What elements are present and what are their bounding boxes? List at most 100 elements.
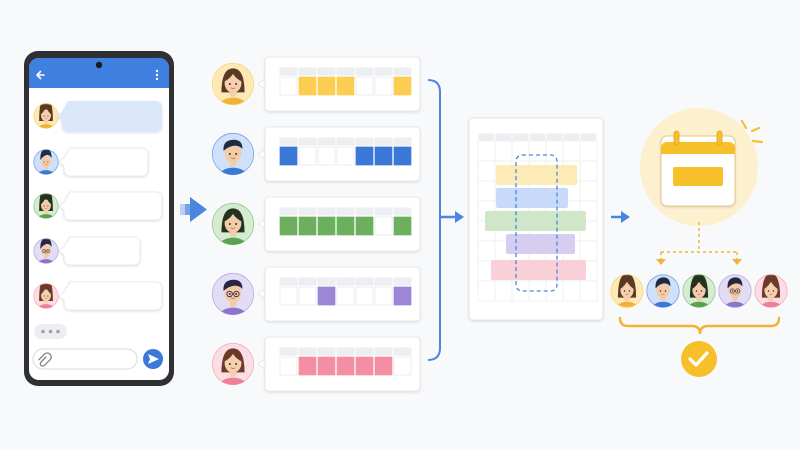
day-header xyxy=(373,206,394,217)
overlap-bar-5 xyxy=(491,260,586,280)
calendar-icon xyxy=(660,130,736,207)
message-bubble-5[interactable] xyxy=(58,281,163,311)
day-header xyxy=(354,206,375,217)
participant-avatar-5 xyxy=(211,342,255,386)
day-header xyxy=(316,66,337,77)
empty-slot xyxy=(355,286,374,306)
day-header xyxy=(278,66,299,77)
app-bar xyxy=(29,58,169,88)
sparkle-icon xyxy=(740,119,764,144)
dashed-connectors xyxy=(660,222,738,262)
empty-slot xyxy=(374,216,393,236)
available-slot xyxy=(279,146,298,166)
day-header xyxy=(278,136,299,147)
day-header xyxy=(316,136,337,147)
merge-bracket xyxy=(427,79,441,361)
day-header xyxy=(392,276,413,287)
chat-avatar-3 xyxy=(33,193,59,219)
empty-slot xyxy=(336,286,355,306)
availability-card xyxy=(257,336,421,392)
day-header xyxy=(297,346,318,357)
empty-slot xyxy=(374,286,393,306)
available-slot xyxy=(336,76,355,96)
available-slot xyxy=(374,356,393,376)
day-header xyxy=(316,206,337,217)
overlap-bar-4 xyxy=(506,234,575,254)
available-slot xyxy=(279,216,298,236)
attendee-avatar-5 xyxy=(754,274,788,308)
day-header xyxy=(392,136,413,147)
day-header xyxy=(335,276,356,287)
participant-avatar-1 xyxy=(211,62,255,106)
availability-card xyxy=(257,266,421,322)
overlap-day-header xyxy=(511,132,530,142)
day-header xyxy=(297,276,318,287)
overlap-day-header xyxy=(494,132,513,142)
available-slot xyxy=(317,356,336,376)
overlap-bar-2 xyxy=(496,188,568,208)
schedule-row-5 xyxy=(211,336,421,392)
more-vert-icon[interactable] xyxy=(155,69,159,81)
day-header xyxy=(316,346,337,357)
day-header xyxy=(335,66,356,77)
send-button[interactable] xyxy=(143,349,163,369)
participant-avatar-4 xyxy=(211,272,255,316)
check-circle-icon xyxy=(681,341,717,377)
overlap-day-header xyxy=(545,132,564,142)
overlap-day-header xyxy=(562,132,581,142)
day-header xyxy=(316,276,337,287)
confirmed-attendees xyxy=(610,274,788,308)
available-slot xyxy=(298,76,317,96)
message-bubble-2[interactable] xyxy=(58,147,149,177)
available-slot xyxy=(393,286,412,306)
attendees-bracket xyxy=(618,316,781,335)
empty-slot xyxy=(393,356,412,376)
available-slot xyxy=(336,216,355,236)
connector-arrowhead-left xyxy=(656,259,666,265)
camera-notch xyxy=(95,61,103,69)
available-slot xyxy=(355,216,374,236)
schedule-row-4 xyxy=(211,266,421,322)
message-bubble-4[interactable] xyxy=(58,236,141,266)
day-header xyxy=(373,346,394,357)
participant-avatar-2 xyxy=(211,132,255,176)
message-bubble-1[interactable] xyxy=(57,101,162,132)
empty-slot xyxy=(336,146,355,166)
connector-arrowhead-right xyxy=(732,259,742,265)
day-header xyxy=(392,66,413,77)
message-bubble-3[interactable] xyxy=(58,191,163,221)
availability-card xyxy=(257,56,421,112)
schedule-row-3 xyxy=(211,196,421,252)
available-slot xyxy=(393,216,412,236)
availability-card xyxy=(257,196,421,252)
scheduled-event-block xyxy=(673,167,723,186)
arrow-to-overlap xyxy=(441,211,464,223)
common-slot-highlight xyxy=(515,154,558,292)
typing-dots-icon xyxy=(34,324,67,339)
day-header xyxy=(297,206,318,217)
day-header xyxy=(335,346,356,357)
availability-schedules xyxy=(211,56,421,392)
available-slot xyxy=(355,146,374,166)
day-header xyxy=(297,136,318,147)
day-header xyxy=(278,206,299,217)
arrow-to-schedules xyxy=(180,197,207,222)
overlap-day-header xyxy=(528,132,547,142)
day-header xyxy=(392,206,413,217)
empty-slot xyxy=(298,286,317,306)
empty-slot xyxy=(298,146,317,166)
back-arrow-icon[interactable] xyxy=(36,70,45,80)
attendee-avatar-4 xyxy=(718,274,752,308)
attendee-avatar-3 xyxy=(682,274,716,308)
message-input[interactable] xyxy=(32,348,138,370)
paperclip-icon[interactable] xyxy=(38,352,52,367)
empty-slot xyxy=(279,356,298,376)
available-slot xyxy=(393,76,412,96)
available-slot xyxy=(317,76,336,96)
day-header xyxy=(354,136,375,147)
day-header xyxy=(335,136,356,147)
overlap-bar-1 xyxy=(496,165,577,185)
day-header xyxy=(373,66,394,77)
day-header xyxy=(278,346,299,357)
